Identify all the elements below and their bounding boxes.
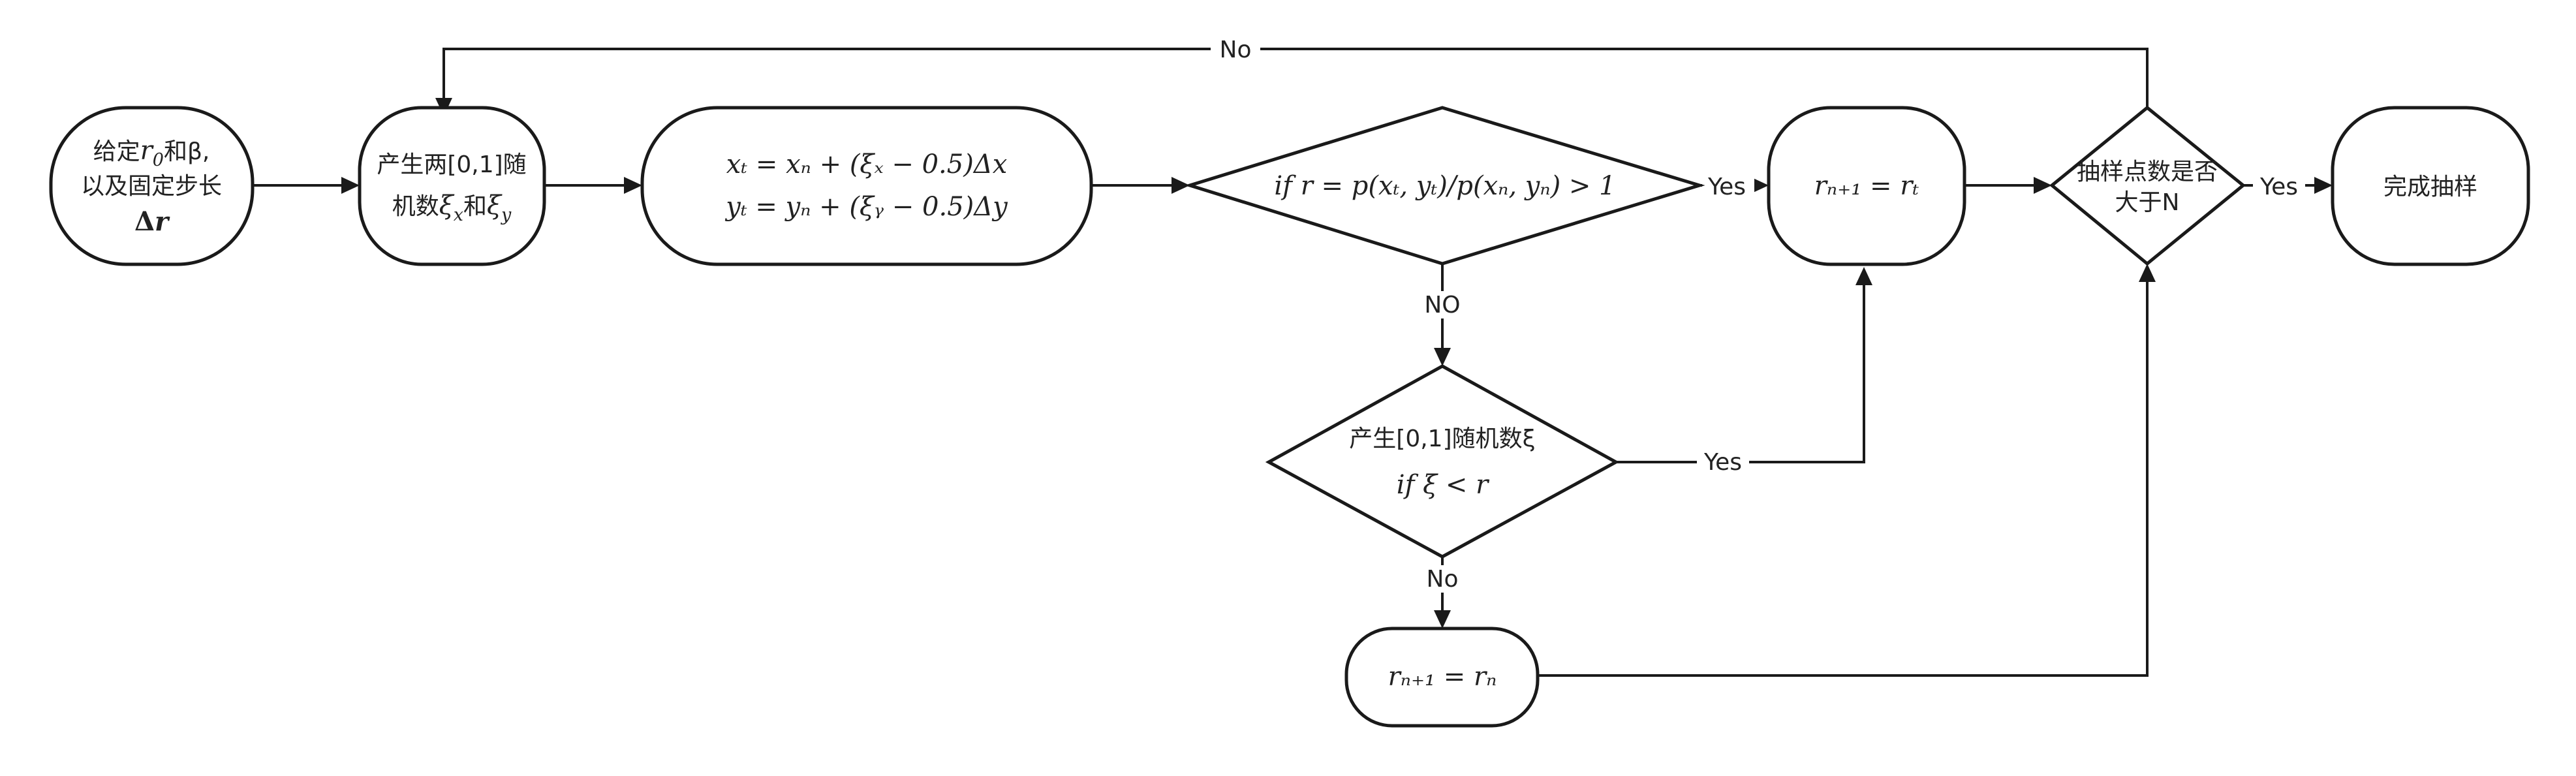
edge-update-to-ratio — [1091, 177, 1190, 194]
update-line2: yₜ = yₙ + (ξᵧ − 0.5)Δy — [724, 192, 1008, 222]
edge-start-to-generate — [253, 177, 360, 194]
random-line2: if ξ < r — [1397, 470, 1490, 500]
update-line1: xₜ = xₙ + (ξₓ − 0.5)Δx — [726, 149, 1008, 179]
svg-text:NO: NO — [1424, 292, 1460, 318]
reject-formula: rₙ₊₁ = rₙ — [1388, 662, 1497, 692]
edge-reject-to-count — [1538, 264, 2156, 677]
node-generate-two-randoms: 产生两[0,1]随 机数ξx和ξy — [358, 106, 546, 266]
edge-random-yes-to-accept — [1616, 267, 1872, 463]
node-reject: rₙ₊₁ = rₙ — [1344, 627, 1540, 728]
ratio-condition: if r = p(xₜ, yₜ)/p(xₙ, yₙ) > 1 — [1274, 171, 1615, 201]
svg-text:No: No — [1427, 566, 1459, 593]
generate-line2: 机数ξx和ξy — [392, 191, 512, 225]
edge-label-random-no: No — [1421, 565, 1463, 593]
svg-text:Yes: Yes — [1703, 449, 1742, 476]
edge-label-count-yes: Yes — [2253, 174, 2305, 200]
edge-label-ratio-no: NO — [1420, 291, 1465, 318]
accept-formula: rₙ₊₁ = rₜ — [1814, 171, 1919, 201]
node-update-position: xₜ = xₙ + (ξₓ − 0.5)Δx yₜ = yₙ + (ξᵧ − 0… — [640, 106, 1093, 266]
start-line2: 以及固定步长 — [81, 173, 222, 200]
edge-generate-to-update — [544, 177, 642, 194]
random-line1: 产生[0,1]随机数ξ — [1349, 426, 1535, 452]
node-decision-random: 产生[0,1]随机数ξ if ξ < r — [1265, 364, 1620, 559]
edge-label-random-yes: Yes — [1697, 449, 1749, 476]
node-accept: rₙ₊₁ = rₜ — [1767, 106, 1966, 266]
svg-text:No: No — [1220, 37, 1252, 63]
count-line2: 大于N — [2115, 189, 2180, 216]
node-decision-ratio: if r = p(xₜ, yₜ)/p(xₙ, yₙ) > 1 — [1184, 106, 1705, 266]
node-decision-count: 抽样点数是否 大于N — [2049, 105, 2246, 266]
svg-text:Yes: Yes — [2259, 174, 2298, 200]
edge-accept-to-count — [1964, 177, 2052, 194]
edge-label-count-no: No — [1211, 36, 1260, 63]
edge-label-ratio-yes: Yes — [1702, 174, 1754, 200]
count-line1: 抽样点数是否 — [2077, 159, 2218, 185]
node-finish: 完成抽样 — [2331, 106, 2530, 266]
finish-label: 完成抽样 — [2383, 174, 2477, 200]
start-line1: 给定r0和β, — [93, 136, 210, 170]
node-start: 给定r0和β, 以及固定步长 Δr — [49, 106, 255, 266]
start-line3: Δr — [134, 206, 170, 237]
svg-text:Yes: Yes — [1707, 174, 1746, 200]
generate-line1: 产生两[0,1]随 — [377, 151, 526, 178]
